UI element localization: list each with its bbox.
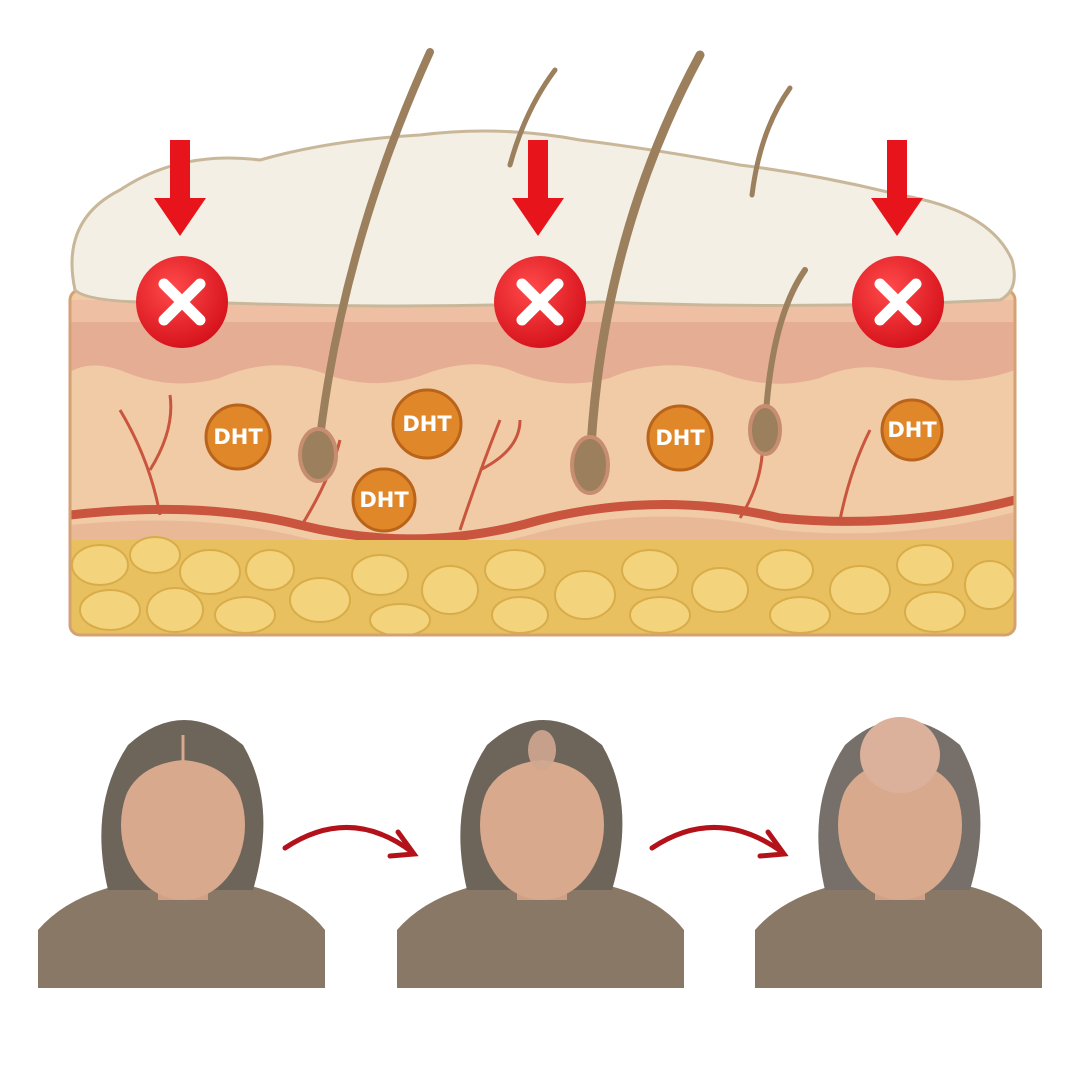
- down-arrow-icon: [512, 140, 564, 236]
- dht-molecule: DHT: [880, 398, 944, 462]
- dht-molecule: DHT: [351, 467, 417, 533]
- progression-arrow-icon: [649, 824, 789, 859]
- progression-arrow-icon: [282, 824, 419, 859]
- blocked-x-icon: [494, 256, 586, 348]
- down-arrow-icon: [154, 140, 206, 236]
- woman-stage-1: [38, 705, 325, 988]
- blocked-x-icon: [852, 256, 944, 348]
- dht-molecules: DHT DHT DHT DHT DHT: [204, 388, 944, 533]
- svg-text:DHT: DHT: [402, 412, 452, 436]
- svg-text:DHT: DHT: [359, 488, 409, 512]
- blood-vessel: [70, 495, 1015, 544]
- dht-molecule: DHT: [391, 388, 463, 460]
- down-arrow-icon: [871, 140, 923, 236]
- blocked-markers: [136, 140, 944, 348]
- woman-stage-2: [397, 705, 684, 988]
- dht-molecule: DHT: [646, 404, 714, 472]
- svg-text:DHT: DHT: [213, 425, 263, 449]
- hair-loss-progression: [38, 705, 1042, 988]
- svg-text:DHT: DHT: [655, 426, 705, 450]
- skin-cross-section: DHT DHT DHT DHT DHT: [68, 48, 1017, 637]
- blocked-x-icon: [136, 256, 228, 348]
- svg-text:DHT: DHT: [887, 418, 937, 442]
- woman-stage-3: [755, 705, 1042, 988]
- hair-follicles: [298, 48, 808, 495]
- dht-molecule: DHT: [204, 403, 272, 471]
